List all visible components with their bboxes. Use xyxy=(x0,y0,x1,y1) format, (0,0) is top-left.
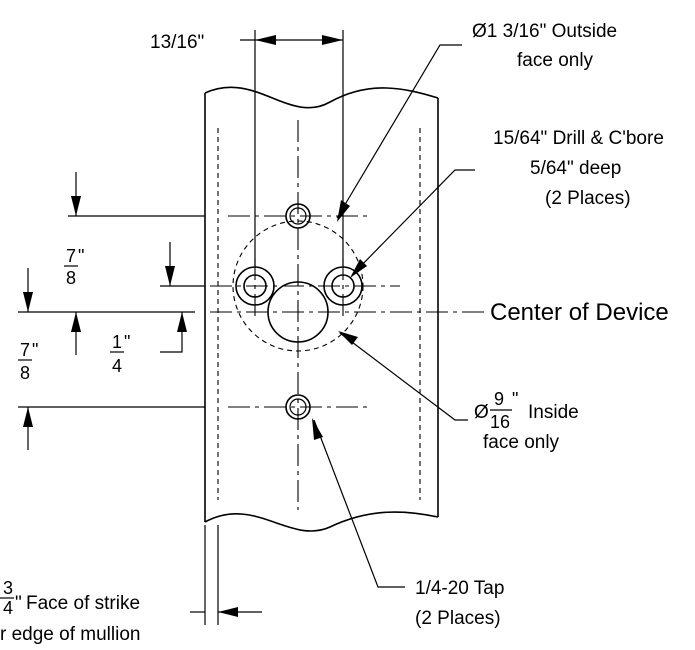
dim-top-unit: " xyxy=(78,246,84,266)
tap-callout: 1/4-20 Tap (2 Places) xyxy=(312,418,504,629)
drill-leader-arrow xyxy=(350,259,367,278)
outside-diameter-circle xyxy=(232,220,364,352)
width-dimension-label: 13/16" xyxy=(150,32,204,53)
dim-quarter-arrow-top xyxy=(165,266,175,286)
drill-label-line3: (2 Places) xyxy=(545,188,631,209)
outside-diameter-callout: Ø1 3/16" Outside face only xyxy=(336,21,617,222)
holes xyxy=(232,203,364,420)
inside-frac-den: 16 xyxy=(490,412,510,432)
inside-face-label: face only xyxy=(483,432,560,453)
inside-suffix-label: Inside xyxy=(528,402,579,423)
outside-face-label: face only xyxy=(517,50,594,71)
width-arrow-right xyxy=(322,35,343,45)
strike-frac-num: 3 xyxy=(3,578,13,598)
drill-callout: 15/64" Drill & C'bore 5/64" deep (2 Plac… xyxy=(350,128,664,278)
strike-label-line2: r edge of mullion xyxy=(0,624,140,645)
dim-bottom-unit: " xyxy=(32,340,38,360)
center-bore-hole xyxy=(267,281,329,343)
strike-frac-den: 4 xyxy=(3,598,13,618)
strike-label-line1: Face of strike xyxy=(26,593,140,614)
drill-label-line1: 15/64" Drill & C'bore xyxy=(493,128,664,149)
dim-quarter-unit: " xyxy=(124,332,130,352)
tap-label-line1: 1/4-20 Tap xyxy=(415,578,504,599)
inside-leader xyxy=(339,332,468,421)
width-arrow-left xyxy=(255,35,276,45)
outside-leader-arrow xyxy=(337,200,350,222)
dim-quarter-arrow-bottom xyxy=(177,312,187,332)
mullion-outline xyxy=(204,86,439,532)
width-dimension: 13/16" xyxy=(150,30,344,268)
right-cbore-inner xyxy=(331,274,355,298)
dim-top-arrow xyxy=(71,196,81,216)
outside-diameter-label: Ø1 3/16" Outside xyxy=(472,21,617,42)
left-cbore-inner xyxy=(243,274,267,298)
bottom-tap-hole-inner xyxy=(289,398,307,416)
dim-quarter-num: 1 xyxy=(112,332,122,352)
outside-leader xyxy=(336,44,462,219)
drill-leader xyxy=(351,169,475,276)
left-dimensions: 7 " 8 1 " 4 7 " 8 xyxy=(18,172,205,450)
center-of-device-label: Center of Device xyxy=(490,299,669,326)
dim-bottom-arrow-bottom xyxy=(23,407,33,427)
dim-top-den: 8 xyxy=(66,268,76,288)
tap-label-line2: (2 Places) xyxy=(415,608,501,629)
tap-leader-arrow xyxy=(312,418,323,440)
bottom-break-line xyxy=(204,511,439,532)
tap-leader xyxy=(313,419,405,588)
dim-top-num: 7 xyxy=(66,246,76,266)
dim-bottom-den: 8 xyxy=(20,363,30,383)
strike-frac-unit: " xyxy=(15,593,22,614)
strike-arrow-right xyxy=(218,607,238,617)
inside-leader-arrow xyxy=(338,331,358,345)
construction-lines xyxy=(210,120,485,510)
bottom-tap-hole xyxy=(285,394,311,420)
inside-frac-num: 9 xyxy=(494,389,504,409)
inside-prefix-label: Ø xyxy=(474,402,489,423)
drill-label-line2: 5/64" deep xyxy=(530,158,621,179)
top-tap-hole-inner xyxy=(289,207,307,225)
top-break-line xyxy=(204,86,439,109)
top-tap-hole xyxy=(285,203,311,229)
strike-dimension: 3 4 " Face of strike r edge of mullion xyxy=(0,525,262,645)
dim-bottom-arrow-top xyxy=(23,292,33,312)
inside-diameter-callout: Ø 9 " 16 Inside face only xyxy=(338,331,579,453)
dim-bottom-num: 7 xyxy=(20,340,30,360)
dim-top-lower-arrow xyxy=(71,312,81,332)
dim-quarter-den: 4 xyxy=(112,356,122,376)
inside-frac-unit: " xyxy=(512,389,518,409)
